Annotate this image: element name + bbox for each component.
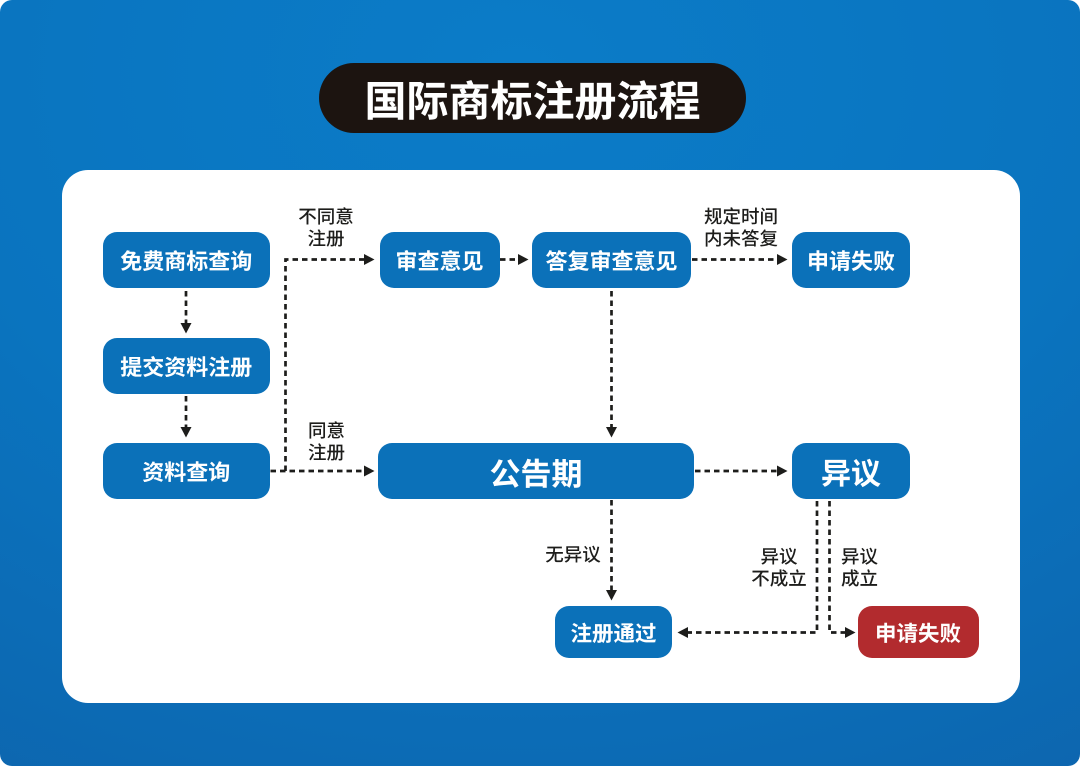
node-label: 资料查询 bbox=[142, 455, 231, 487]
edge-label-agree-registration: 同意 注册 bbox=[307, 417, 346, 465]
node-announcement-period: 公告期 bbox=[378, 443, 694, 499]
edge-label-disagree-registration: 不同意 注册 bbox=[298, 203, 354, 251]
title-banner: 国际商标注册流程 bbox=[319, 63, 746, 133]
node-application-failed-top: 申请失败 bbox=[792, 231, 910, 288]
node-application-failed-bottom: 申请失败 bbox=[857, 606, 979, 658]
node-label: 公告期 bbox=[489, 448, 583, 494]
edge-label-no-objection: 无异议 bbox=[545, 541, 601, 567]
node-label: 审查意见 bbox=[395, 243, 484, 276]
node-submit-registration: 提交资料注册 bbox=[102, 338, 270, 394]
edge-label-line: 成立 bbox=[840, 564, 879, 591]
node-registration-passed: 注册通过 bbox=[555, 606, 672, 658]
edge-label-line: 内未答复 bbox=[703, 224, 779, 251]
edge-label-line: 异议 bbox=[840, 543, 879, 569]
page-title: 国际商标注册流程 bbox=[364, 67, 701, 129]
edge-label-line: 无异议 bbox=[545, 541, 601, 567]
edge-label-line: 异议 bbox=[760, 543, 798, 569]
node-reply-examination-opinion: 答复审查意见 bbox=[532, 231, 691, 288]
edge-label-objection-established: 异议 成立 bbox=[840, 543, 879, 591]
edge-label-line: 规定时间 bbox=[703, 203, 779, 229]
node-label: 答复审查意见 bbox=[545, 243, 678, 276]
edge-label-objection-not-established: 异议 不成立 bbox=[751, 543, 807, 591]
edge-label-line: 不同意 bbox=[298, 203, 354, 229]
node-label: 提交资料注册 bbox=[120, 350, 253, 382]
node-material-search: 资料查询 bbox=[102, 443, 270, 499]
node-label: 申请失败 bbox=[874, 616, 961, 648]
node-free-trademark-search: 免费商标查询 bbox=[102, 231, 270, 288]
node-label: 注册通过 bbox=[570, 616, 657, 648]
edge-label-line: 不成立 bbox=[751, 564, 807, 591]
node-objection: 异议 bbox=[792, 443, 910, 499]
edge-label-no-reply-in-time: 规定时间 内未答复 bbox=[703, 203, 779, 251]
edge-label-line: 注册 bbox=[307, 438, 346, 465]
edge-label-line: 同意 bbox=[307, 417, 346, 443]
node-examination-opinion: 审查意见 bbox=[379, 231, 500, 288]
node-label: 异议 bbox=[821, 449, 881, 493]
node-label: 申请失败 bbox=[806, 243, 895, 276]
node-label: 免费商标查询 bbox=[120, 243, 253, 276]
edge-label-line: 注册 bbox=[307, 224, 345, 251]
